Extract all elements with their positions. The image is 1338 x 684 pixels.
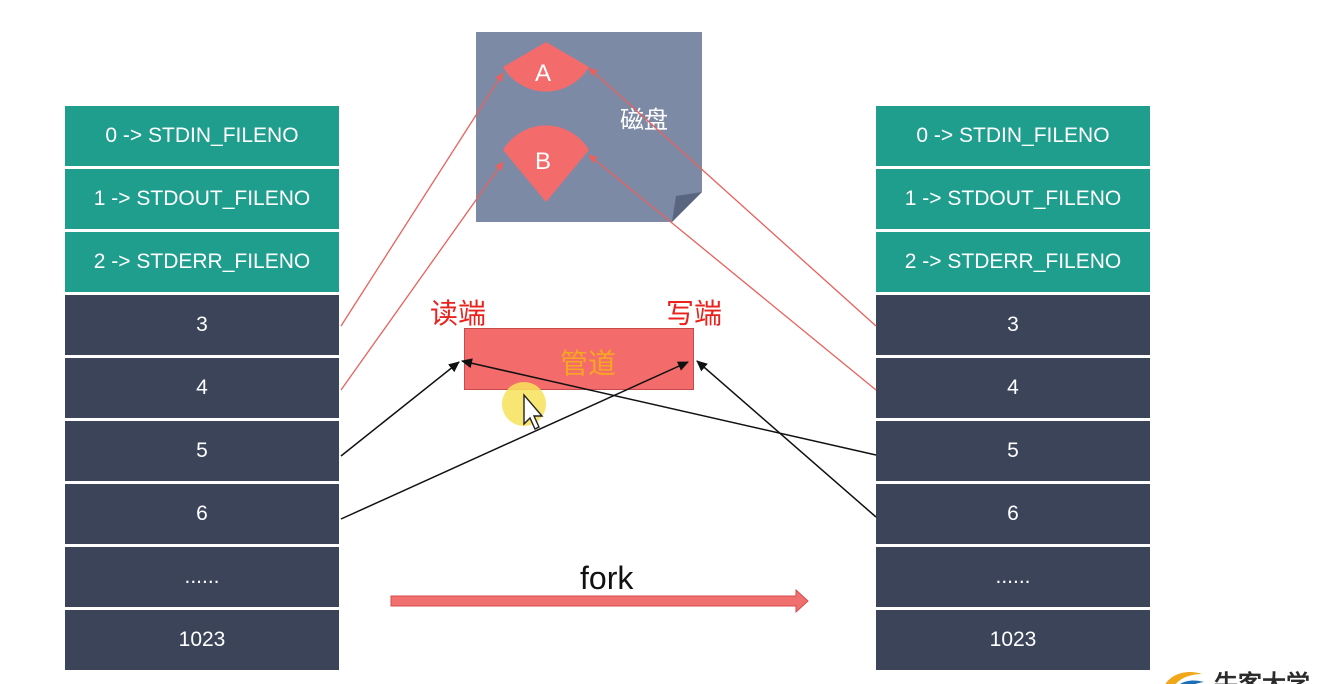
right-fd-row: 6: [876, 484, 1150, 544]
brand-logo-text: 牛客大学: [1214, 670, 1310, 684]
left-fd-row: 3: [65, 295, 339, 355]
left-fd-table: 0 -> STDIN_FILENO 1 -> STDOUT_FILENO 2 -…: [65, 106, 339, 673]
sector-a-label: A: [535, 60, 552, 87]
left-fd-row: ......: [65, 547, 339, 607]
right-fd3-to-a-line: [588, 67, 877, 327]
sector-b-label: B: [535, 148, 552, 175]
right-fd4-to-b-line: [588, 154, 877, 391]
sector-b-shape: [503, 125, 589, 202]
brand-logo-icon: [1165, 672, 1204, 684]
right-fd-row: 1023: [876, 610, 1150, 670]
write-end-label: 写端: [666, 297, 723, 330]
fork-arrow: [390, 588, 809, 614]
right-fd-row: 1 -> STDOUT_FILENO: [876, 169, 1150, 229]
right-fd-row: 5: [876, 421, 1150, 481]
disk-shape: [476, 32, 702, 222]
right-fd-row: ......: [876, 547, 1150, 607]
right-fd-table: 0 -> STDIN_FILENO 1 -> STDOUT_FILENO 2 -…: [876, 106, 1150, 673]
left-fd-row: 5: [65, 421, 339, 481]
fork-label: fork: [580, 560, 634, 596]
pipe-label: 管道: [560, 347, 617, 380]
left-fd-row: 2 -> STDERR_FILENO: [65, 232, 339, 292]
left-fd-row: 1 -> STDOUT_FILENO: [65, 169, 339, 229]
left-fd5-to-read-line: [340, 361, 460, 457]
right-fd-row: 4: [876, 358, 1150, 418]
right-fd-row: 2 -> STDERR_FILENO: [876, 232, 1150, 292]
right-fd5-to-read-line: [461, 358, 877, 456]
left-fd3-to-a-line: [340, 72, 504, 327]
right-fd-row: 0 -> STDIN_FILENO: [876, 106, 1150, 166]
left-fd-row: 1023: [65, 610, 339, 670]
brand-logo: 牛客大学: [1158, 662, 1338, 684]
disk-label: 磁盘: [620, 106, 668, 134]
pipe-box: [464, 328, 694, 390]
left-fd-row: 4: [65, 358, 339, 418]
cursor-pointer-icon: [523, 393, 544, 430]
left-fd-row: 6: [65, 484, 339, 544]
right-fd-row: 3: [876, 295, 1150, 355]
sector-a-shape: [503, 42, 589, 92]
right-fd6-to-write-line: [696, 360, 877, 518]
read-end-label: 读端: [430, 297, 487, 330]
left-fd6-to-write-line: [340, 361, 689, 520]
left-fd-row: 0 -> STDIN_FILENO: [65, 106, 339, 166]
left-fd4-to-b-line: [340, 161, 504, 391]
